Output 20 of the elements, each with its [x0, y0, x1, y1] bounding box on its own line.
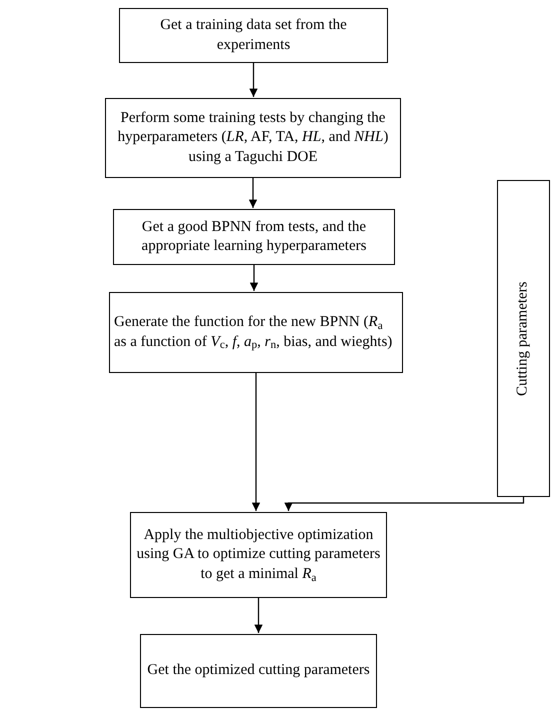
arrow [254, 598, 263, 633]
box-text: Generate the function for the new BPNN (R$_{a}$ as a function of V$_{c}$, f, a$_{p}$, r$_{n}$, bias, and wieghts) [113, 313, 394, 352]
process-box [113, 209, 395, 265]
arrow [248, 178, 258, 208]
process-box [105, 98, 401, 178]
process-box [497, 180, 550, 497]
box-text: Apply the multiobjective optimization using GA to optimize cutting parameters to get a minimal R$_{a}$ [136, 526, 382, 584]
box-text: Cutting parameters [514, 281, 532, 396]
box-text: Get a training data set from the experiments [159, 16, 348, 54]
process-box [130, 512, 387, 598]
process-box [119, 8, 388, 63]
arrow [284, 497, 524, 511]
process-box [140, 634, 377, 708]
box-text: Get the optimized cutting parameters [146, 661, 371, 680]
arrow [250, 265, 258, 291]
box-text: Perform some training tests by changing the hyperparameters (LR, AF, TA, HL, and NHL) using a Taguchi DOE [116, 108, 390, 167]
box-text: Get a good BPNN from tests, and the appropriate learning hyperparameters [140, 218, 368, 256]
arrow [249, 63, 258, 97]
arrow [252, 373, 260, 511]
process-box [109, 292, 403, 373]
